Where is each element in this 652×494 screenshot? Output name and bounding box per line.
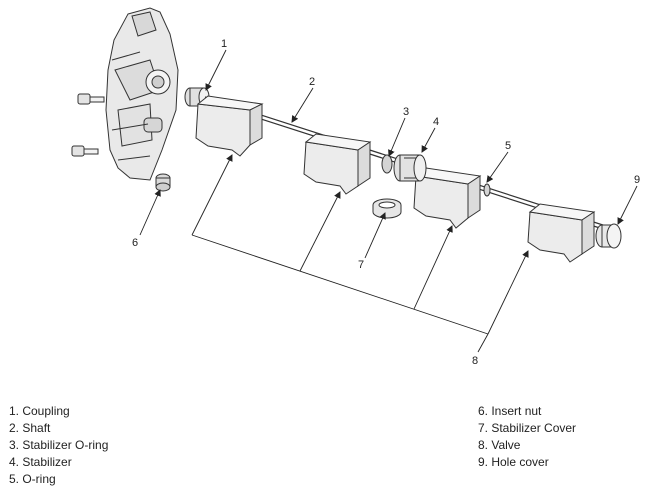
legend-item-insert-nut: 6. Insert nut	[478, 404, 542, 418]
o-ring	[483, 183, 491, 197]
legend-item-hole-cover: 9. Hole cover	[478, 455, 549, 469]
callout-7: 7	[358, 259, 364, 271]
leader-3	[388, 117, 406, 157]
callout-6: 6	[132, 237, 138, 249]
legend-item-stabilizer: 4. Stabilizer	[9, 455, 72, 469]
leader-8	[191, 154, 529, 353]
callout-5: 5	[505, 140, 511, 152]
callout-1: 1	[221, 38, 227, 50]
valve-3	[413, 167, 482, 229]
callout-9: 9	[634, 174, 640, 186]
leader-6	[139, 189, 161, 236]
leader-5	[486, 151, 509, 183]
legend-item-coupling: 1. Coupling	[9, 404, 70, 418]
insert-nut	[155, 173, 171, 192]
hole-cover	[595, 223, 622, 249]
callout-3: 3	[403, 106, 409, 118]
leader-2	[291, 87, 314, 123]
leader-4	[421, 127, 436, 153]
callout-4: 4	[433, 116, 439, 128]
legend-item-shaft: 2. Shaft	[9, 421, 51, 435]
legend-item-valve: 8. Valve	[478, 438, 521, 452]
exploded-assembly-diagram: 1 2 3 4 5 6 7 8 9	[71, 7, 640, 367]
callout-2: 2	[309, 76, 315, 88]
legend-left: 1. Coupling 2. Shaft 3. Stabilizer O-rin…	[9, 403, 108, 488]
actuator-housing	[105, 7, 179, 181]
leader-1	[205, 49, 227, 91]
valve-1	[195, 95, 264, 157]
leader-9	[617, 185, 638, 225]
valve-2	[303, 133, 372, 195]
legend-item-stabilizer-o-ring: 3. Stabilizer O-ring	[9, 438, 109, 452]
legend-item-stabilizer-cover: 7. Stabilizer Cover	[478, 421, 577, 435]
callout-8: 8	[472, 355, 478, 367]
stabilizer-cover	[372, 198, 402, 219]
legend-right: 6. Insert nut 7. Stabilizer Cover 8. Val…	[478, 403, 576, 471]
stabilizer-o-ring	[381, 154, 393, 174]
stabilizer	[393, 154, 427, 182]
bolt-lower	[71, 145, 99, 157]
leader-lines	[139, 49, 638, 353]
leader-7	[364, 212, 386, 259]
bolt-upper	[77, 93, 105, 105]
valve-4	[527, 203, 596, 263]
legend-item-o-ring: 5. O-ring	[9, 472, 56, 486]
